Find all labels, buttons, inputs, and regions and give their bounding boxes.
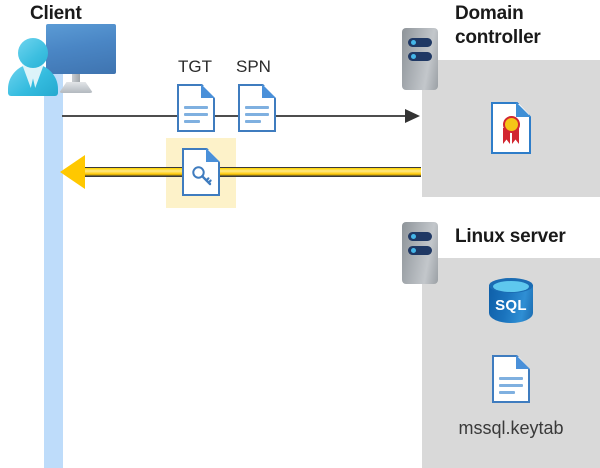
tgt-document-icon: [177, 84, 215, 132]
linux-server-icon: [402, 222, 438, 284]
server-led-dot-icon: [411, 54, 416, 59]
monitor-base-icon: [59, 82, 93, 93]
document-text-line: [245, 113, 269, 116]
document-text-line: [184, 120, 200, 123]
document-text-line: [245, 120, 261, 123]
sql-label: SQL: [495, 297, 527, 314]
domain-controller-title: Domain controller: [455, 3, 541, 48]
client-lifeline: [44, 74, 63, 468]
server-led-dot-icon: [411, 40, 416, 45]
document-fold-icon: [206, 148, 220, 162]
server-led-icon: [408, 38, 432, 47]
key-document-icon: [182, 148, 220, 196]
keytab-filename-label: mssql.keytab: [458, 418, 564, 438]
certificate-ribbon-icon: [512, 128, 519, 144]
document-text-line: [499, 384, 523, 387]
server-led-icon: [408, 232, 432, 241]
client-title: Client: [30, 3, 82, 24]
document-text-line: [499, 377, 523, 380]
monitor-screen-icon: [46, 24, 116, 74]
certificate-document-icon: [491, 102, 531, 154]
document-text-line: [245, 106, 269, 109]
sql-database-icon: SQL: [489, 277, 533, 329]
certificate-ribbon-icon: [503, 128, 510, 144]
request-arrow-head-icon: [405, 109, 420, 123]
linux-server-title: Linux server: [455, 226, 566, 247]
monitor-stand-icon: [72, 74, 80, 84]
response-arrow-head-outline-icon: [60, 155, 85, 189]
server-led-dot-icon: [411, 234, 416, 239]
document-text-line: [499, 391, 515, 394]
response-arrow-line: [76, 167, 421, 177]
tgt-label: TGT: [178, 57, 212, 76]
key-glyph-icon: [192, 166, 212, 186]
server-led-icon: [408, 52, 432, 61]
person-head-icon: [18, 38, 48, 68]
domain-controller-server-icon: [402, 28, 438, 90]
spn-document-icon: [238, 84, 276, 132]
database-cylinder-top-inner-icon: [493, 280, 529, 292]
user-workstation-icon: [8, 24, 118, 96]
server-led-dot-icon: [411, 248, 416, 253]
certificate-seal-icon: [503, 116, 520, 133]
document-fold-icon: [516, 102, 531, 117]
keytab-document-icon: [492, 355, 530, 403]
spn-label: SPN: [236, 57, 271, 76]
document-text-line: [184, 113, 208, 116]
server-led-icon: [408, 246, 432, 255]
document-fold-icon: [516, 355, 530, 369]
document-text-line: [184, 106, 208, 109]
